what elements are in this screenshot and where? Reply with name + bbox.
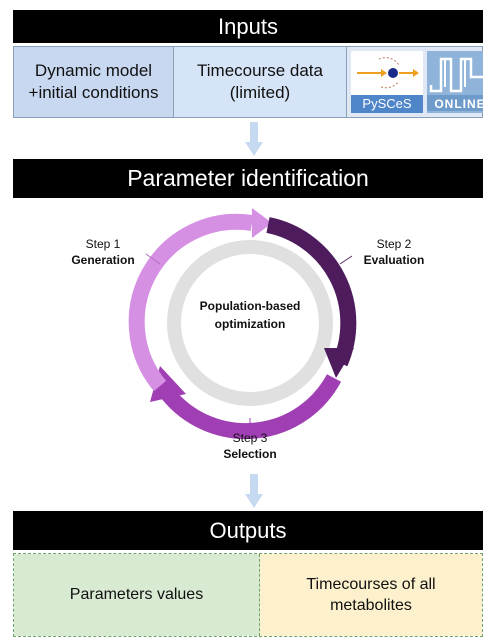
step3-name: Selection: [223, 447, 277, 461]
tools-cell: PySCeS ONLINE: [347, 47, 483, 117]
parameters-values-cell: Parameters values: [14, 554, 260, 636]
dynamic-model-cell: Dynamic model +initial conditions: [14, 47, 174, 117]
pysces-reaction-icon: [357, 57, 419, 89]
step2-number: Step 2: [376, 237, 412, 251]
step3-label: Step 3 Selection: [208, 430, 292, 462]
step1-number: Step 1: [85, 237, 121, 251]
down-arrow-icon: [245, 474, 263, 508]
inputs-title: Inputs: [218, 13, 278, 39]
outputs-title: Outputs: [209, 517, 287, 543]
inputs-header: Inputs: [13, 10, 483, 43]
inner-ring: [167, 240, 333, 406]
jws-label: ONLINE: [434, 97, 483, 111]
center-line2: optimization: [215, 317, 286, 331]
step1-label: Step 1 Generation: [60, 236, 146, 268]
data-line2: (limited): [229, 83, 291, 102]
timecourses-line2: metabolites: [330, 597, 412, 614]
pysces-label: PySCeS: [351, 95, 423, 113]
model-line1: Dynamic model: [34, 61, 153, 80]
optimization-cycle: Population-based optimization Step 1 Gen…: [0, 198, 483, 498]
step3-number: Step 3: [232, 431, 268, 445]
outputs-header: Outputs: [13, 511, 483, 550]
parameters-values-text: Parameters values: [69, 586, 204, 603]
evaluation-arrowhead: [324, 348, 354, 378]
generation-arc: [128, 213, 254, 392]
selection-arc: [161, 374, 342, 440]
model-line2: +initial conditions: [28, 83, 159, 102]
timecourses-cell: Timecourses of all metabolites: [260, 554, 482, 636]
evaluation-arc: [266, 217, 357, 367]
outputs-row: Parameters values Timecourses of all met…: [13, 553, 483, 637]
data-line1: Timecourse data: [197, 61, 323, 80]
generation-arrowhead: [252, 208, 272, 238]
step2-name: Evaluation: [363, 253, 425, 267]
cycle-diagram: Population-based optimization: [128, 208, 357, 440]
timecourses-line1: Timecourses of all: [306, 576, 436, 593]
step2-label: Step 2 Evaluation: [354, 236, 434, 268]
pysces-logo: PySCeS: [351, 51, 423, 113]
center-line1: Population-based: [200, 299, 301, 313]
inputs-row: Dynamic model +initial conditions Timeco…: [13, 46, 483, 118]
timecourse-data-cell: Timecourse data (limited): [174, 47, 347, 117]
parameter-identification-header: Parameter identification: [13, 159, 483, 198]
step1-name: Generation: [71, 253, 135, 267]
down-arrow-icon: [245, 122, 263, 156]
jws-online-logo: ONLINE: [427, 51, 483, 113]
parameter-identification-title: Parameter identification: [127, 165, 369, 191]
